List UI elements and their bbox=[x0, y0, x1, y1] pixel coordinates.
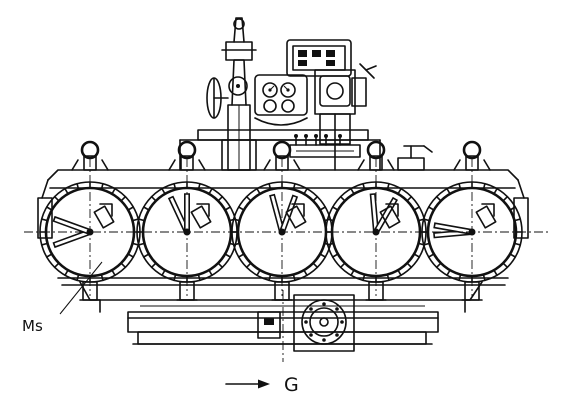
drive-bolts bbox=[304, 302, 344, 342]
drive-housing bbox=[257, 290, 355, 362]
upper-assembly bbox=[179, 17, 433, 171]
base-frame bbox=[79, 281, 483, 345]
lifting-eye bbox=[272, 140, 292, 160]
cylinder-row bbox=[39, 140, 523, 301]
cylinder-unit bbox=[325, 140, 427, 301]
connecting-rod bbox=[167, 193, 191, 234]
connecting-rod bbox=[433, 222, 474, 239]
connecting-rod bbox=[369, 193, 398, 235]
lifting-eye bbox=[80, 140, 100, 160]
lifting-eye bbox=[177, 140, 197, 160]
ms-label: Ms bbox=[22, 317, 43, 335]
crank-hub bbox=[86, 228, 94, 236]
cylinder-unit bbox=[231, 140, 333, 301]
ms-callout: Ms bbox=[22, 261, 103, 335]
lifting-eye bbox=[462, 140, 482, 160]
crank-hub bbox=[183, 228, 191, 236]
lifting-eye bbox=[366, 140, 386, 160]
g-label: G bbox=[284, 374, 299, 396]
direction-arrow: G bbox=[225, 374, 299, 396]
cylinder-unit bbox=[421, 140, 523, 301]
connecting-rod bbox=[269, 193, 299, 234]
